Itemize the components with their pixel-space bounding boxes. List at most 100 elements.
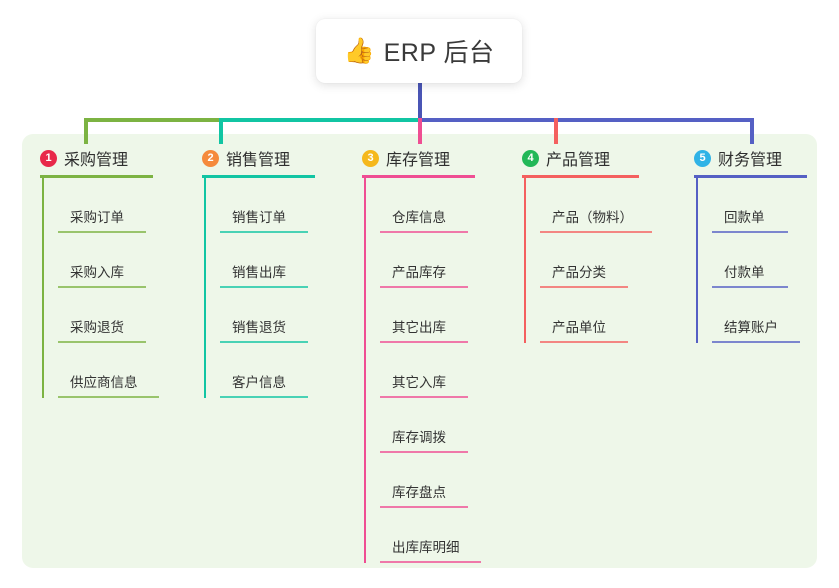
branch-item[interactable]: 产品库存 xyxy=(380,233,514,288)
thumbs-up-icon: 👍 xyxy=(343,36,375,65)
branch-items: 销售订单销售出库销售退货客户信息 xyxy=(202,178,352,398)
branch-spine xyxy=(364,178,366,563)
branch-item-label: 其它出库 xyxy=(392,320,446,335)
branch-item[interactable]: 供应商信息 xyxy=(58,343,190,398)
branch-item-rule xyxy=(58,396,159,398)
branch-item-rule xyxy=(380,286,468,288)
branch-item[interactable]: 仓库信息 xyxy=(380,178,514,233)
connector-drop-1 xyxy=(84,118,88,144)
branch-item-rule xyxy=(220,341,308,343)
connector-bus-teal xyxy=(219,118,419,122)
branch-header-1[interactable]: 1 采购管理 xyxy=(40,134,190,172)
branch-item-rule xyxy=(58,231,146,233)
branch-item-label: 采购退货 xyxy=(70,320,124,335)
branch-item-rule xyxy=(712,231,788,233)
branch-item-rule xyxy=(540,286,628,288)
branch-header-rule xyxy=(40,175,153,178)
branch-item-rule xyxy=(380,561,481,563)
branch-item-rule xyxy=(380,451,468,453)
branch-item[interactable]: 产品（物料） xyxy=(540,178,682,233)
branch-item-label: 回款单 xyxy=(724,210,765,225)
branch-number-badge: 2 xyxy=(202,149,219,167)
branch-items: 仓库信息产品库存其它出库其它入库库存调拨库存盘点出库库明细 xyxy=(362,178,514,563)
branch-number-badge: 4 xyxy=(522,149,539,167)
branch-item-label: 销售出库 xyxy=(232,265,286,280)
branch-spine xyxy=(42,178,44,398)
branch-item-label: 销售订单 xyxy=(232,210,286,225)
branch-item-label: 产品库存 xyxy=(392,265,446,280)
branch-item-rule xyxy=(58,286,146,288)
branch-header-2[interactable]: 2 销售管理 xyxy=(202,134,352,172)
branch-item[interactable]: 库存盘点 xyxy=(380,453,514,508)
branch-title: 产品管理 xyxy=(546,152,611,169)
branch-item-rule xyxy=(380,341,468,343)
branch-item-label: 其它入库 xyxy=(392,375,446,390)
branch-item-rule xyxy=(380,231,468,233)
connector-bus-green xyxy=(84,118,220,122)
branch-item[interactable]: 采购入库 xyxy=(58,233,190,288)
branch-item[interactable]: 出库库明细 xyxy=(380,508,514,563)
branch-item-label: 产品分类 xyxy=(552,265,606,280)
branch-item[interactable]: 其它出库 xyxy=(380,288,514,343)
branch-item-rule xyxy=(540,231,652,233)
branch-header-rule xyxy=(362,175,475,178)
branch-items: 回款单付款单结算账户 xyxy=(694,178,836,343)
connector-drop-2 xyxy=(219,118,223,144)
branch-item[interactable]: 采购退货 xyxy=(58,288,190,343)
branch-title: 销售管理 xyxy=(226,152,291,169)
branch-item-rule xyxy=(712,286,788,288)
branch-title: 采购管理 xyxy=(64,152,129,169)
branch-item[interactable]: 采购订单 xyxy=(58,178,190,233)
branch-item-label: 仓库信息 xyxy=(392,210,446,225)
branch-header-rule xyxy=(522,175,639,178)
branch-number-badge: 5 xyxy=(694,149,711,167)
page-title: ERP 后台 xyxy=(383,39,495,67)
branch-spine xyxy=(204,178,206,398)
branch-items: 产品（物料） 产品分类产品单位 xyxy=(522,178,682,343)
branch-item[interactable]: 销售退货 xyxy=(220,288,352,343)
branch-item[interactable]: 产品单位 xyxy=(540,288,682,343)
branch-item-label: 采购订单 xyxy=(70,210,124,225)
branch-item-label: 出库库明细 xyxy=(392,540,460,555)
branch-item-label: 客户信息 xyxy=(232,375,286,390)
branch-item[interactable]: 客户信息 xyxy=(220,343,352,398)
branch-item[interactable]: 付款单 xyxy=(712,233,836,288)
branch-items: 采购订单采购入库采购退货供应商信息 xyxy=(40,178,190,398)
branch-item[interactable]: 产品分类 xyxy=(540,233,682,288)
connector-drop-4 xyxy=(554,118,558,144)
branch-item-rule xyxy=(220,231,308,233)
branch-column-2: 2 销售管理销售订单销售出库销售退货客户信息 xyxy=(202,134,352,398)
branch-item[interactable]: 结算账户 xyxy=(712,288,836,343)
branch-item[interactable]: 库存调拨 xyxy=(380,398,514,453)
branch-item-label: 库存调拨 xyxy=(392,430,446,445)
branch-column-3: 3 库存管理仓库信息产品库存其它出库其它入库库存调拨库存盘点出库库明细 xyxy=(362,134,514,563)
branch-item[interactable]: 销售出库 xyxy=(220,233,352,288)
connector-drop-3 xyxy=(418,118,422,144)
content-panel xyxy=(22,134,817,568)
root-title-card[interactable]: 👍 ERP 后台 xyxy=(316,19,522,83)
branch-item-label: 供应商信息 xyxy=(70,375,138,390)
branch-item[interactable]: 其它入库 xyxy=(380,343,514,398)
branch-spine xyxy=(696,178,698,343)
branch-number-badge: 3 xyxy=(362,149,379,167)
branch-item-label: 结算账户 xyxy=(724,320,778,335)
branch-header-rule xyxy=(202,175,315,178)
branch-item[interactable]: 回款单 xyxy=(712,178,836,233)
branch-item-label: 付款单 xyxy=(724,265,765,280)
branch-title: 库存管理 xyxy=(386,152,451,169)
branch-number-badge: 1 xyxy=(40,149,57,167)
branch-header-3[interactable]: 3 库存管理 xyxy=(362,134,514,172)
branch-item-rule xyxy=(58,341,146,343)
branch-column-1: 1 采购管理采购订单采购入库采购退货供应商信息 xyxy=(40,134,190,398)
branch-item[interactable]: 销售订单 xyxy=(220,178,352,233)
branch-item-label: 库存盘点 xyxy=(392,485,446,500)
branch-item-rule xyxy=(220,286,308,288)
branch-item-rule xyxy=(380,396,468,398)
branch-item-rule xyxy=(220,396,308,398)
connector-bus-blue xyxy=(418,118,754,122)
branch-column-4: 4 产品管理产品（物料） 产品分类产品单位 xyxy=(522,134,682,343)
branch-header-4[interactable]: 4 产品管理 xyxy=(522,134,682,172)
connector-drop-5 xyxy=(750,118,754,144)
